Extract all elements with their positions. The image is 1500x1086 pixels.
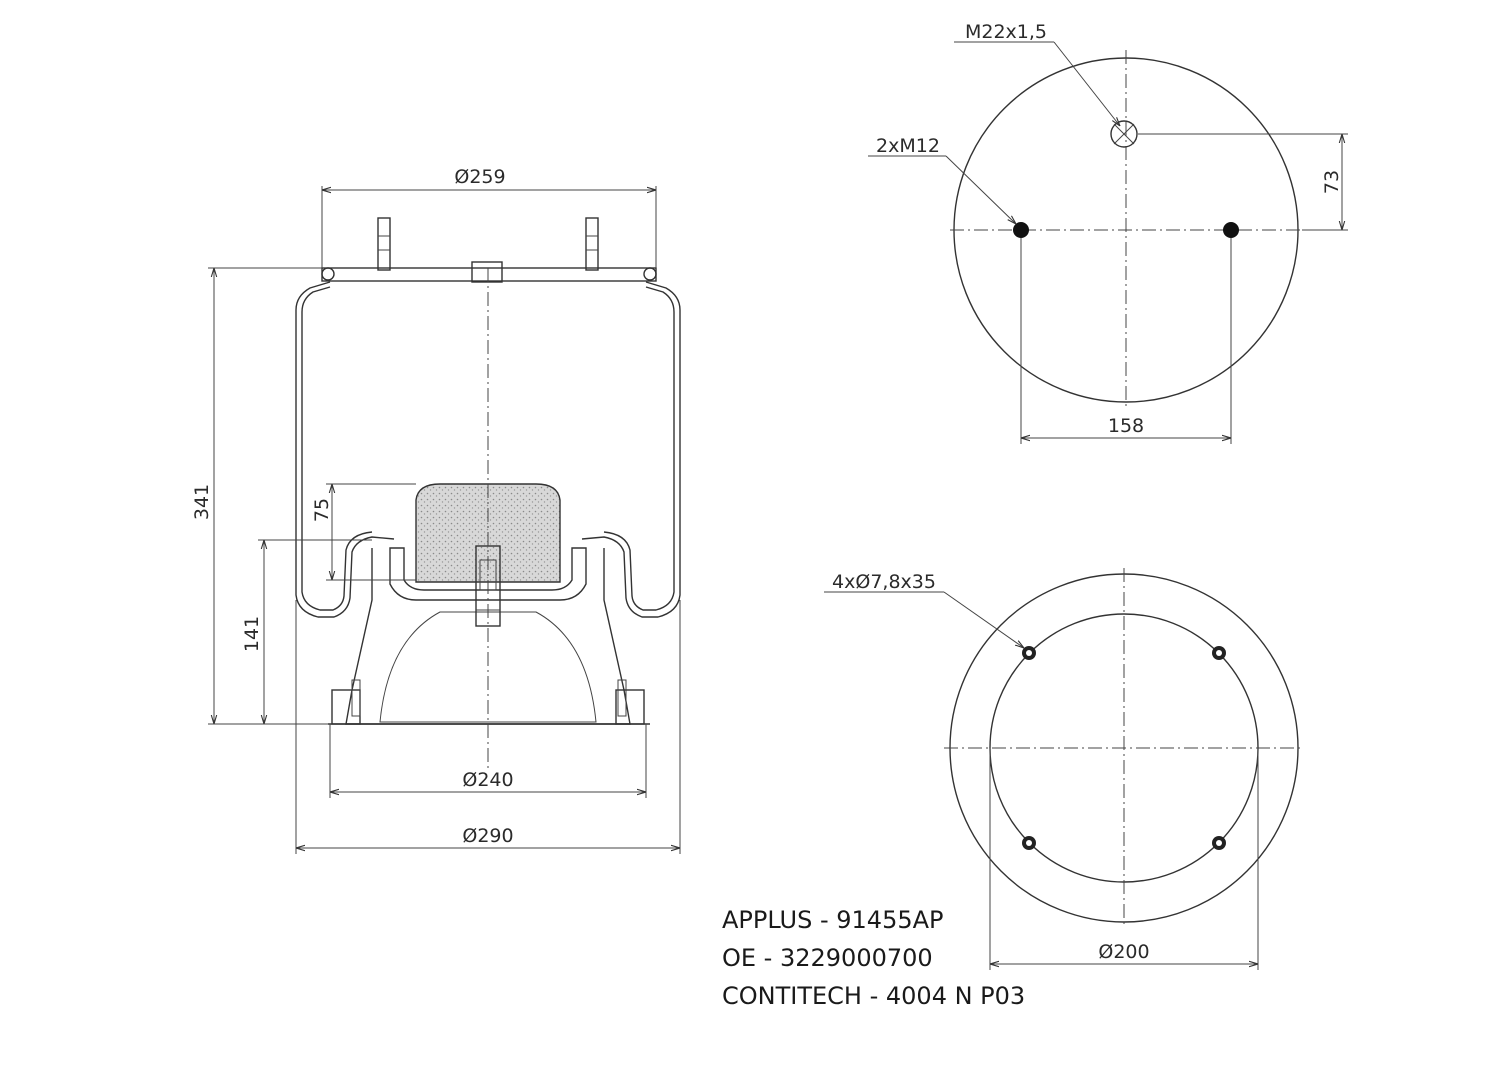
bolt-circle-label: Ø200 xyxy=(1098,941,1149,963)
bellow-diameter-label: Ø290 xyxy=(462,825,513,847)
top-plate-diameter-label: Ø259 xyxy=(454,166,505,188)
piston-cup xyxy=(389,547,587,601)
stud-left xyxy=(377,217,391,271)
mounting-hole xyxy=(1022,836,1036,850)
stud-hole-right xyxy=(1223,222,1239,238)
mounting-hole xyxy=(1212,836,1226,850)
bumper-height-label: 75 xyxy=(311,498,333,522)
top-view: M22x1,5 2xM12 73 158 xyxy=(868,21,1348,444)
studs-label: 2xM12 xyxy=(876,135,940,157)
bottom-view: 4xØ7,8x35 Ø200 xyxy=(824,568,1304,970)
air-connection-label: M22x1,5 xyxy=(965,21,1047,43)
stud-spacing-label: 158 xyxy=(1108,415,1144,437)
overall-height-label: 341 xyxy=(191,484,213,520)
mounting-hole xyxy=(1022,646,1036,660)
bellow-outline-right xyxy=(581,281,681,618)
holes-label: 4xØ7,8x35 xyxy=(832,571,936,593)
piston-base-diameter-label: Ø240 xyxy=(462,769,513,791)
stud-right xyxy=(585,217,599,271)
bellow-outline xyxy=(295,281,395,618)
bellow-outline-inner xyxy=(301,286,373,611)
part-numbers: APPLUS - 91455AP OE - 3229000700 CONTITE… xyxy=(722,906,1025,1010)
air-connection-circle xyxy=(1110,120,1138,148)
bellow-outline-right-inner xyxy=(603,286,675,611)
top-plate xyxy=(321,267,657,282)
piston-height-label: 141 xyxy=(241,616,263,652)
part-number-applus: APPLUS - 91455AP xyxy=(722,906,944,934)
stud-hole-left xyxy=(1013,222,1029,238)
part-number-contitech: CONTITECH - 4004 N P03 xyxy=(722,982,1025,1010)
mounting-hole xyxy=(1212,646,1226,660)
connection-offset-label: 73 xyxy=(1321,170,1343,194)
side-view: Ø259 341 141 75 Ø240 Ø290 xyxy=(191,166,681,854)
part-number-oe: OE - 3229000700 xyxy=(722,944,933,972)
